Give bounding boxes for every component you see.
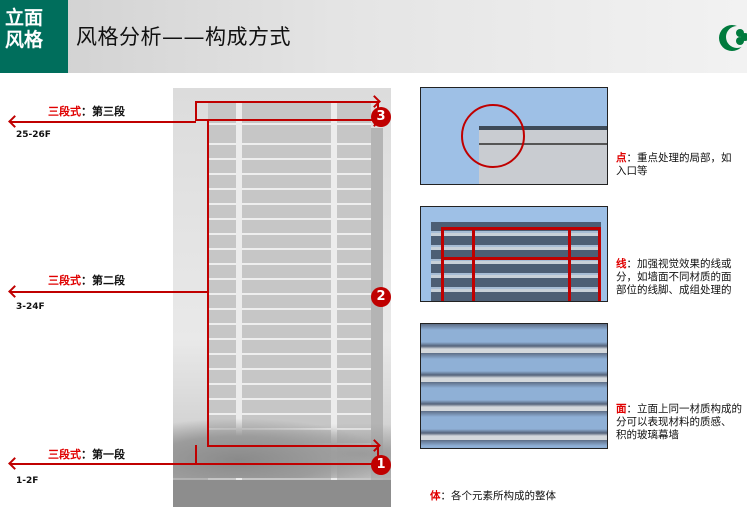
line-detail-image xyxy=(420,206,608,302)
page-title: 风格分析——构成方式 xyxy=(76,25,291,49)
trees xyxy=(173,418,391,478)
section-badge-line1: 立面 xyxy=(5,7,44,29)
building-elevation-photo xyxy=(173,88,391,507)
arrow-left-icon xyxy=(8,115,21,128)
leader-line-3 xyxy=(10,121,196,123)
segment-3-box xyxy=(195,101,379,121)
point-detail-image xyxy=(420,87,608,185)
section-badge-line2: 风格 xyxy=(5,29,44,51)
segment-2-label: 三段式：第二段 xyxy=(48,274,125,287)
leader-line-1 xyxy=(10,463,196,465)
section-badge: 立面 风格 xyxy=(0,0,68,73)
crescent-clover-logo-icon xyxy=(719,25,747,51)
segment-1-label: 三段式：第一段 xyxy=(48,448,125,461)
segment-2-bottom xyxy=(207,445,379,447)
plane-description: 面：立面上同一材质构成的 分可以表现材料的质感、 积的玻璃幕墙 xyxy=(616,403,742,441)
segment-3-badge: 3 xyxy=(371,107,391,127)
segment-2-line xyxy=(207,121,209,446)
volume-description: 体：各个元素所构成的整体 xyxy=(430,490,556,502)
segment-3-label: 三段式：第三段 xyxy=(48,105,125,118)
segment-3-floors: 25-26F xyxy=(16,130,51,140)
segment-2-badge: 2 xyxy=(371,287,391,307)
arrow-left-icon xyxy=(8,285,21,298)
arrow-left-icon xyxy=(8,457,21,470)
leader-line-2 xyxy=(10,291,208,293)
plane-detail-image xyxy=(420,323,608,449)
point-description: 点：重点处理的局部，如 入口等 xyxy=(616,152,732,177)
slide-header: 立面 风格 风格分析——构成方式 xyxy=(0,0,747,73)
line-description: 线：加强视觉效果的线或 分，如墙面不同材质的面 部位的线脚、成组处理的 xyxy=(616,258,732,296)
segment-2-floors: 3-24F xyxy=(16,302,45,312)
segment-1-box xyxy=(195,445,379,465)
segment-1-floors: 1-2F xyxy=(16,476,39,486)
segment-1-badge: 1 xyxy=(371,455,391,475)
ground xyxy=(173,480,391,507)
